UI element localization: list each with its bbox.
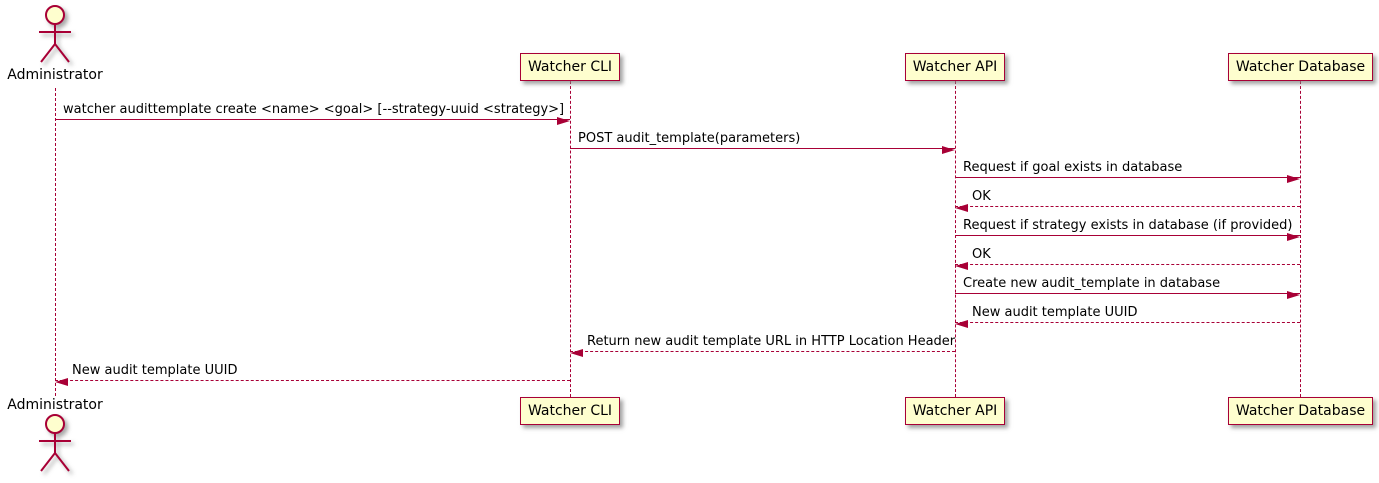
arrow-line — [570, 351, 955, 352]
message-label: OK — [972, 189, 991, 204]
arrow-line — [955, 264, 1300, 265]
participant-label: Watcher API — [912, 59, 998, 75]
lifeline-watcher-cli — [570, 81, 571, 397]
participant-label: Watcher Database — [1235, 59, 1366, 75]
message-new-uuid-to-admin: New audit template UUID — [55, 361, 570, 386]
actor-label-top: Administrator — [7, 67, 103, 83]
lifeline-administrator — [55, 88, 56, 396]
arrow-line — [955, 293, 1300, 294]
message-label: Create new audit_template in database — [963, 276, 1221, 291]
message-label: OK — [972, 247, 991, 262]
participant-watcher-database-bottom: Watcher Database — [1228, 397, 1373, 425]
message-label: Return new audit template URL in HTTP Lo… — [587, 334, 956, 349]
arrowhead-right-icon — [557, 117, 570, 125]
message-label: watcher audittemplate create <name> <goa… — [63, 102, 565, 117]
actor-icon — [39, 5, 71, 63]
participant-watcher-cli-bottom: Watcher CLI — [520, 397, 620, 425]
arrowhead-right-icon — [1287, 233, 1300, 241]
participant-label: Watcher CLI — [527, 403, 613, 419]
message-ok-goal: OK — [955, 187, 1300, 212]
message-return-url-location-header: Return new audit template URL in HTTP Lo… — [570, 332, 956, 357]
lifeline-watcher-api — [955, 81, 956, 397]
message-create-audit-template-db: Create new audit_template in database — [955, 274, 1300, 299]
message-label: Request if goal exists in database — [963, 160, 1183, 175]
arrowhead-right-icon — [942, 146, 955, 154]
arrowhead-left-icon — [55, 378, 68, 386]
arrowhead-left-icon — [955, 262, 968, 270]
message-create-audittemplate: watcher audittemplate create <name> <goa… — [55, 100, 570, 125]
arrow-line — [55, 119, 570, 120]
arrowhead-left-icon — [955, 320, 968, 328]
participant-watcher-api-bottom: Watcher API — [905, 397, 1005, 425]
participant-watcher-api-top: Watcher API — [905, 53, 1005, 81]
message-label: New audit template UUID — [72, 363, 238, 378]
arrowhead-right-icon — [1287, 175, 1300, 183]
participant-label: Watcher Database — [1235, 403, 1366, 419]
message-request-goal-exists: Request if goal exists in database — [955, 158, 1300, 183]
participant-label: Watcher CLI — [527, 59, 613, 75]
participant-watcher-database-top: Watcher Database — [1228, 53, 1373, 81]
message-request-strategy-exists: Request if strategy exists in database (… — [955, 216, 1300, 241]
message-label: POST audit_template(parameters) — [578, 131, 801, 146]
actor-label-bottom: Administrator — [7, 397, 103, 413]
participant-watcher-cli-top: Watcher CLI — [520, 53, 620, 81]
arrow-line — [55, 380, 570, 381]
arrowhead-right-icon — [1287, 291, 1300, 299]
participant-label: Watcher API — [912, 403, 998, 419]
arrow-line — [955, 206, 1300, 207]
arrowhead-left-icon — [955, 204, 968, 212]
message-post-audit-template: POST audit_template(parameters) — [570, 129, 955, 154]
message-label: New audit template UUID — [972, 305, 1138, 320]
arrow-line — [570, 148, 955, 149]
message-new-uuid-from-db: New audit template UUID — [955, 303, 1300, 328]
message-ok-strategy: OK — [955, 245, 1300, 270]
arrow-line — [955, 177, 1300, 178]
message-label: Request if strategy exists in database (… — [963, 218, 1293, 233]
lifeline-watcher-database — [1300, 81, 1301, 397]
actor-icon — [39, 414, 71, 472]
arrowhead-left-icon — [570, 349, 583, 357]
arrow-line — [955, 322, 1300, 323]
arrow-line — [955, 235, 1300, 236]
